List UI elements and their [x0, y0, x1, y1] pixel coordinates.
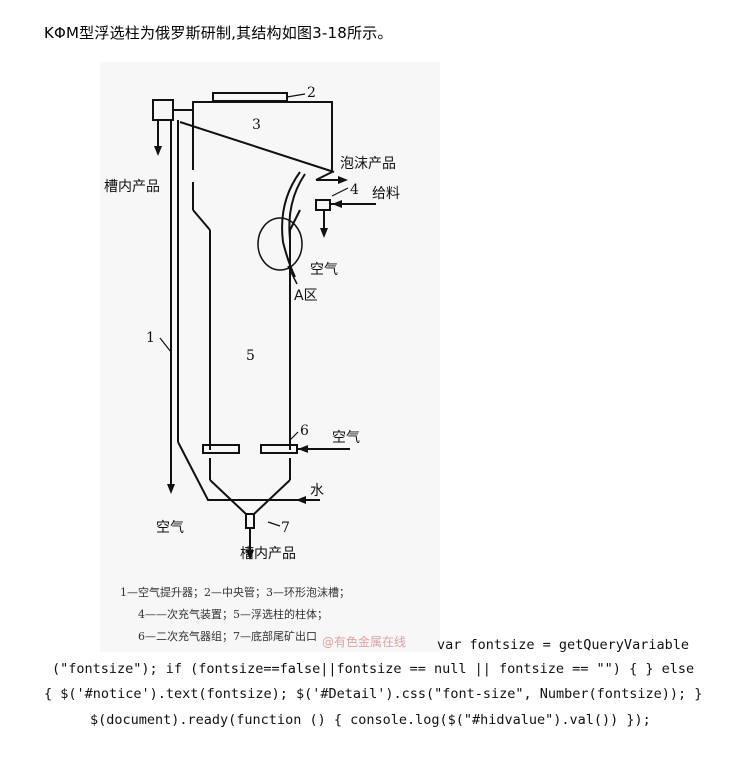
label-2: 2: [307, 85, 316, 101]
watermark: @有色金属在线: [322, 634, 406, 649]
launder-lip: [315, 171, 333, 181]
froth-tank-walls: [192, 101, 333, 172]
code-line-1: var fontsize = getQueryVariable: [437, 637, 689, 653]
label-6: 6: [300, 423, 309, 439]
label-1: 1: [146, 330, 155, 346]
label-zone-a: A区: [294, 288, 318, 304]
bottom-cone-left: [209, 479, 247, 515]
leader-7: [267, 521, 281, 527]
label-air-2: 空气: [332, 430, 360, 446]
label-froth-product: 泡沫产品: [340, 156, 396, 172]
leader-1: [159, 337, 172, 353]
upper-cone-right: [289, 209, 301, 231]
bottom-cone-right: [253, 479, 291, 515]
airlift-head: [152, 99, 174, 121]
label-5: 5: [246, 348, 255, 364]
label-tank-product-top: 槽内产品: [104, 179, 160, 195]
code-line-4: $(document).ready(function () { console.…: [90, 712, 651, 728]
tank-product-top-arrow: [154, 146, 162, 156]
leader-6: [289, 431, 299, 441]
caption-line-2: 4——次充气装置；5—浮选柱的柱体；: [138, 607, 328, 621]
secondary-aerator-left: [202, 444, 240, 454]
central-pipe-cap: [212, 92, 288, 102]
label-air-1: 空气: [310, 262, 338, 278]
flotation-column-diagram: 2 3 泡沫产品 4 给料 槽内产品 空气 A区 1 5 6 空气 水 7 空气…: [104, 85, 406, 649]
label-water: 水: [310, 483, 324, 499]
tailings-outlet: [245, 513, 255, 529]
tank-product-bottom-arrow: [246, 550, 254, 560]
air-1-arrow: [320, 228, 328, 238]
air-2-arrow: [298, 445, 308, 453]
froth-arrow: [338, 176, 348, 184]
intro-text: KΦM型浮选柱为俄罗斯研制,其结构如图3-18所示。: [44, 24, 393, 42]
label-air-3: 空气: [156, 520, 184, 536]
label-7: 7: [281, 520, 290, 536]
zone-a-leader: [287, 265, 298, 285]
label-feed: 给料: [372, 186, 400, 202]
upper-cone-left: [192, 209, 211, 231]
caption-line-1: 1—空气提升器；2—中央管；3—环形泡沫槽；: [120, 585, 350, 599]
air-3-arrow: [167, 484, 175, 494]
caption-line-3: 6—二次充气器组；7—底部尾矿出口: [138, 629, 317, 643]
feed-arrow: [332, 200, 342, 208]
zone-a-circle: [257, 217, 303, 271]
label-tank-product-bottom: 槽内产品: [240, 546, 296, 562]
inclined-launder: [179, 121, 335, 173]
primary-aerator: [315, 199, 331, 211]
water-pipe: [177, 441, 296, 501]
code-line-3: { $('#notice').text(fontsize); $('#Detai…: [44, 686, 703, 702]
leader-4: [331, 187, 349, 197]
central-pipe-curve-inner: [288, 173, 306, 241]
label-3: 3: [252, 117, 261, 133]
code-line-2: ("fontsize"); if (fontsize==false||fonts…: [52, 661, 695, 677]
flotation-column-figure: 2 3 泡沫产品 4 给料 槽内产品 空气 A区 1 5 6 空气 水 7 空气…: [100, 62, 440, 652]
secondary-aerator-right: [260, 444, 298, 454]
leader-2: [286, 93, 306, 98]
label-4: 4: [350, 182, 359, 198]
